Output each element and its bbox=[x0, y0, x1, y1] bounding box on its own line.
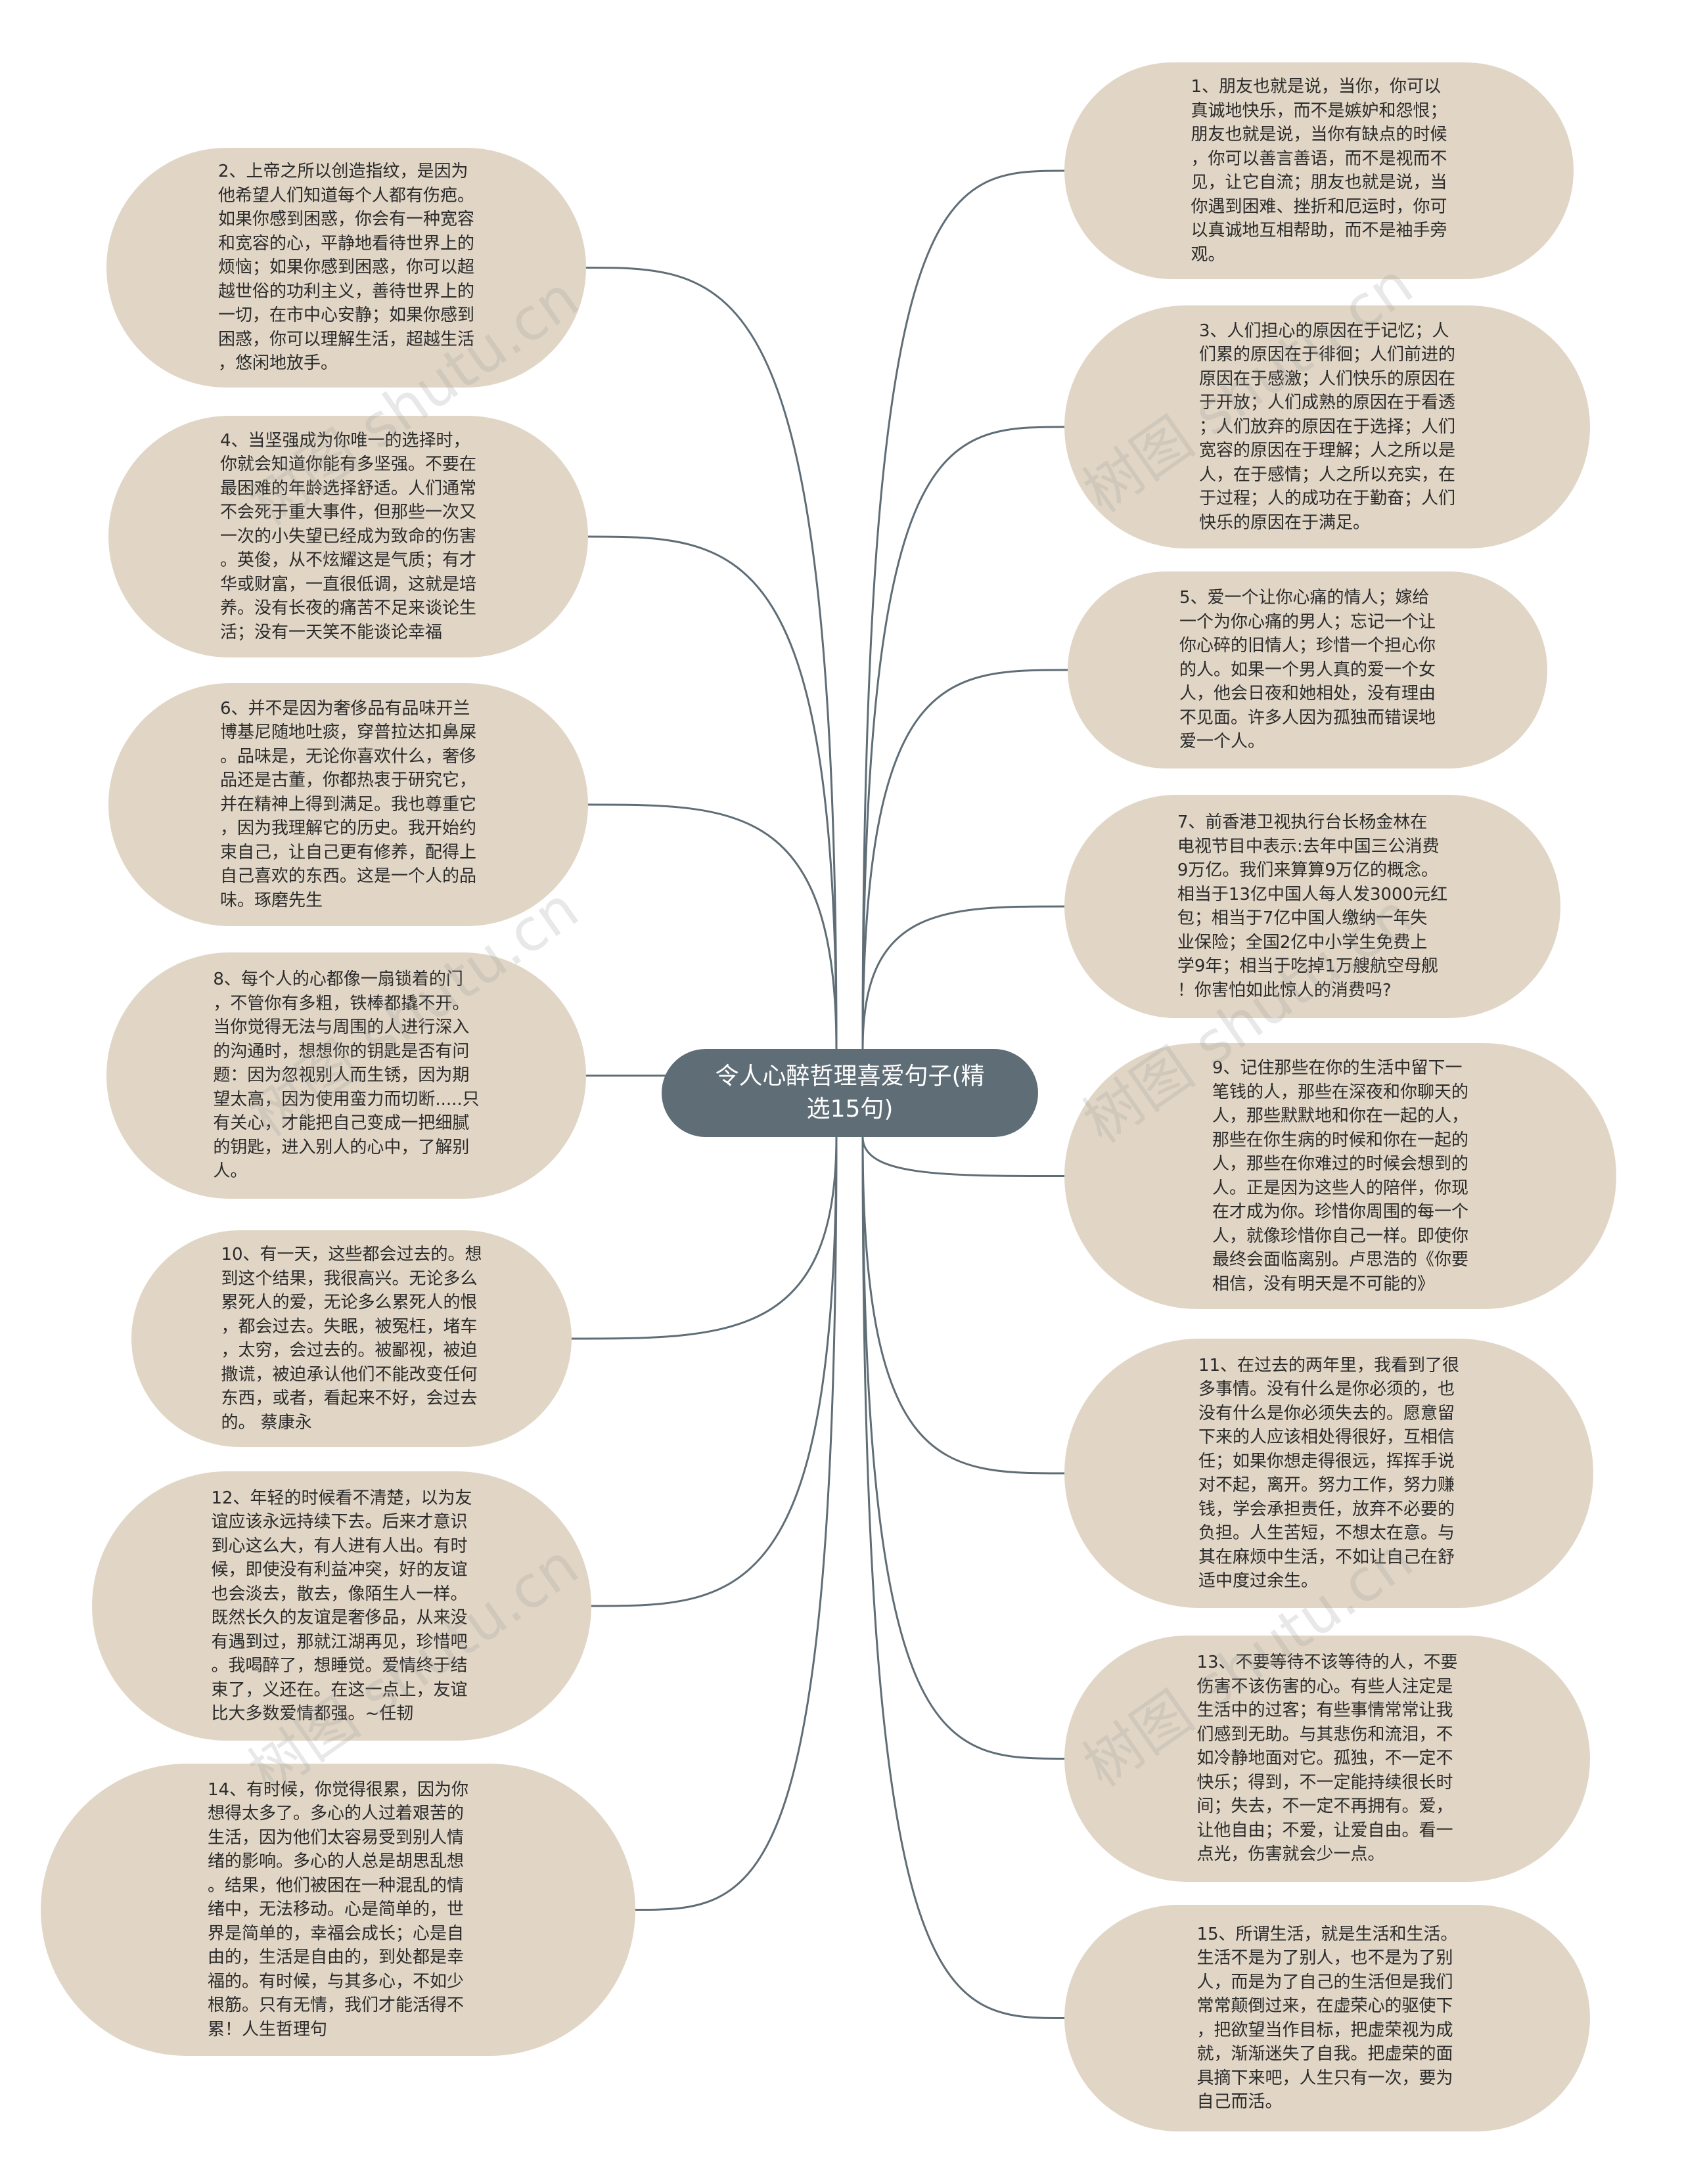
node-11-text: 11、在过去的两年里，我看到了很 多事情。没有什么是你必须的，也 没有什么是你必… bbox=[1198, 1355, 1460, 1592]
node-10[interactable]: 10、有一天，这些都会过去的。想 到这个结果，我很高兴。无论多么 累死人的爱，无… bbox=[131, 1230, 572, 1447]
node-2[interactable]: 2、上帝之所以创造指纹，是因为 他希望人们知道每个人都有伤疤。 如果你感到困惑，… bbox=[106, 148, 586, 388]
node-1-text: 1、朋友也就是说，当你，你可以 真诚地快乐，而不是嫉妒和怨恨； 朋友也就是说，当… bbox=[1191, 77, 1447, 265]
connector-n10 bbox=[571, 1136, 838, 1340]
connector-n3 bbox=[861, 426, 1065, 1050]
node-14-text: 14、有时候，你觉得很累，因为你 想得太多了。多心的人过着艰苦的 生活，因为他们… bbox=[207, 1779, 469, 2039]
node-3-text: 3、人们担心的原因在于记忆；人 们累的原因在于徘徊；人们前进的 原因在于感激；人… bbox=[1198, 321, 1455, 533]
node-5[interactable]: 5、爱一个让你心痛的情人；嫁给 一个为你心痛的男人；忘记一个让 你心碎的旧情人；… bbox=[1068, 571, 1547, 769]
connector-n13 bbox=[861, 1136, 1065, 1760]
node-10-text: 10、有一天，这些都会过去的。想 到这个结果，我很高兴。无论多么 累死人的爱，无… bbox=[221, 1245, 482, 1433]
connector-n1 bbox=[861, 169, 1065, 1050]
node-15-text: 15、所谓生活，就是生活和生活。 生活不是为了别人，也不是为了别 人，而是为了自… bbox=[1196, 1924, 1458, 2112]
connector-n6 bbox=[587, 803, 838, 1050]
node-12[interactable]: 12、年轻的时候看不清楚，以为友 谊应该永远持续下去。后来才意识 到心这么大，有… bbox=[92, 1471, 591, 1741]
node-3[interactable]: 3、人们担心的原因在于记忆；人 们累的原因在于徘徊；人们前进的 原因在于感激；人… bbox=[1064, 305, 1590, 548]
node-7[interactable]: 7、前香港卫视执行台长杨金林在 电视节目中表示:去年中国三公消费 9万亿。我们来… bbox=[1064, 795, 1560, 1018]
center-topic[interactable]: 令人心醉哲理喜爱句子(精 选15句) bbox=[662, 1049, 1038, 1137]
node-7-text: 7、前香港卫视执行台长杨金林在 电视节目中表示:去年中国三公消费 9万亿。我们来… bbox=[1177, 813, 1448, 1000]
connector-n9 bbox=[861, 1136, 1065, 1177]
node-4-text: 4、当坚强成为你唯一的选择时， 你就会知道你能有多坚强。不要在 最困难的年龄选择… bbox=[219, 430, 476, 642]
node-12-text: 12、年轻的时候看不清楚，以为友 谊应该永远持续下去。后来才意识 到心这么大，有… bbox=[211, 1488, 472, 1724]
node-9-text: 9、记住那些在你的生活中留下一 笔钱的人，那些在深夜和你聊天的 人，那些默默地和… bbox=[1212, 1058, 1468, 1294]
center-topic-label: 令人心醉哲理喜爱句子(精 选15句) bbox=[715, 1063, 985, 1123]
node-4[interactable]: 4、当坚强成为你唯一的选择时， 你就会知道你能有多坚强。不要在 最困难的年龄选择… bbox=[108, 416, 588, 657]
connector-n7 bbox=[861, 905, 1065, 1050]
node-5-text: 5、爱一个让你心痛的情人；嫁给 一个为你心痛的男人；忘记一个让 你心碎的旧情人；… bbox=[1179, 588, 1436, 752]
node-14[interactable]: 14、有时候，你觉得很累，因为你 想得太多了。多心的人过着艰苦的 生活，因为他们… bbox=[41, 1764, 635, 2056]
connector-n5 bbox=[861, 669, 1068, 1050]
node-9[interactable]: 9、记住那些在你的生活中留下一 笔钱的人，那些在深夜和你聊天的 人，那些默默地和… bbox=[1064, 1043, 1616, 1309]
connector-n15 bbox=[861, 1136, 1065, 2019]
node-13[interactable]: 13、不要等待不该等待的人，不要 伤害不该伤害的心。有些人注定是 生活中的过客；… bbox=[1064, 1636, 1590, 1882]
node-6-text: 6、并不是因为奢侈品有品味开兰 博基尼随地吐痰，穿普拉达扣鼻屎 。品味是，无论你… bbox=[219, 698, 476, 910]
node-1[interactable]: 1、朋友也就是说，当你，你可以 真诚地快乐，而不是嫉妒和怨恨； 朋友也就是说，当… bbox=[1064, 62, 1574, 279]
node-11[interactable]: 11、在过去的两年里，我看到了很 多事情。没有什么是你必须的，也 没有什么是你必… bbox=[1064, 1339, 1593, 1608]
node-6[interactable]: 6、并不是因为奢侈品有品味开兰 博基尼随地吐痰，穿普拉达扣鼻屎 。品味是，无论你… bbox=[108, 683, 588, 926]
connector-n11 bbox=[861, 1136, 1065, 1475]
connector-n12 bbox=[591, 1136, 838, 1607]
node-2-text: 2、上帝之所以创造指纹，是因为 他希望人们知道每个人都有伤疤。 如果你感到困惑，… bbox=[217, 162, 474, 374]
node-15[interactable]: 15、所谓生活，就是生活和生活。 生活不是为了别人，也不是为了别 人，而是为了自… bbox=[1064, 1905, 1590, 2131]
connector-n14 bbox=[635, 1136, 838, 1911]
connector-n4 bbox=[587, 535, 838, 1050]
connector-n2 bbox=[585, 267, 838, 1050]
node-13-text: 13、不要等待不该等待的人，不要 伤害不该伤害的心。有些人注定是 生活中的过客；… bbox=[1196, 1653, 1458, 1865]
node-8[interactable]: 8、每个人的心都像一扇锁着的门 ，不管你有多粗，铁棒都撬不开。 当你觉得无法与周… bbox=[106, 952, 586, 1199]
node-8-text: 8、每个人的心都像一扇锁着的门 ，不管你有多粗，铁棒都撬不开。 当你觉得无法与周… bbox=[213, 969, 480, 1182]
